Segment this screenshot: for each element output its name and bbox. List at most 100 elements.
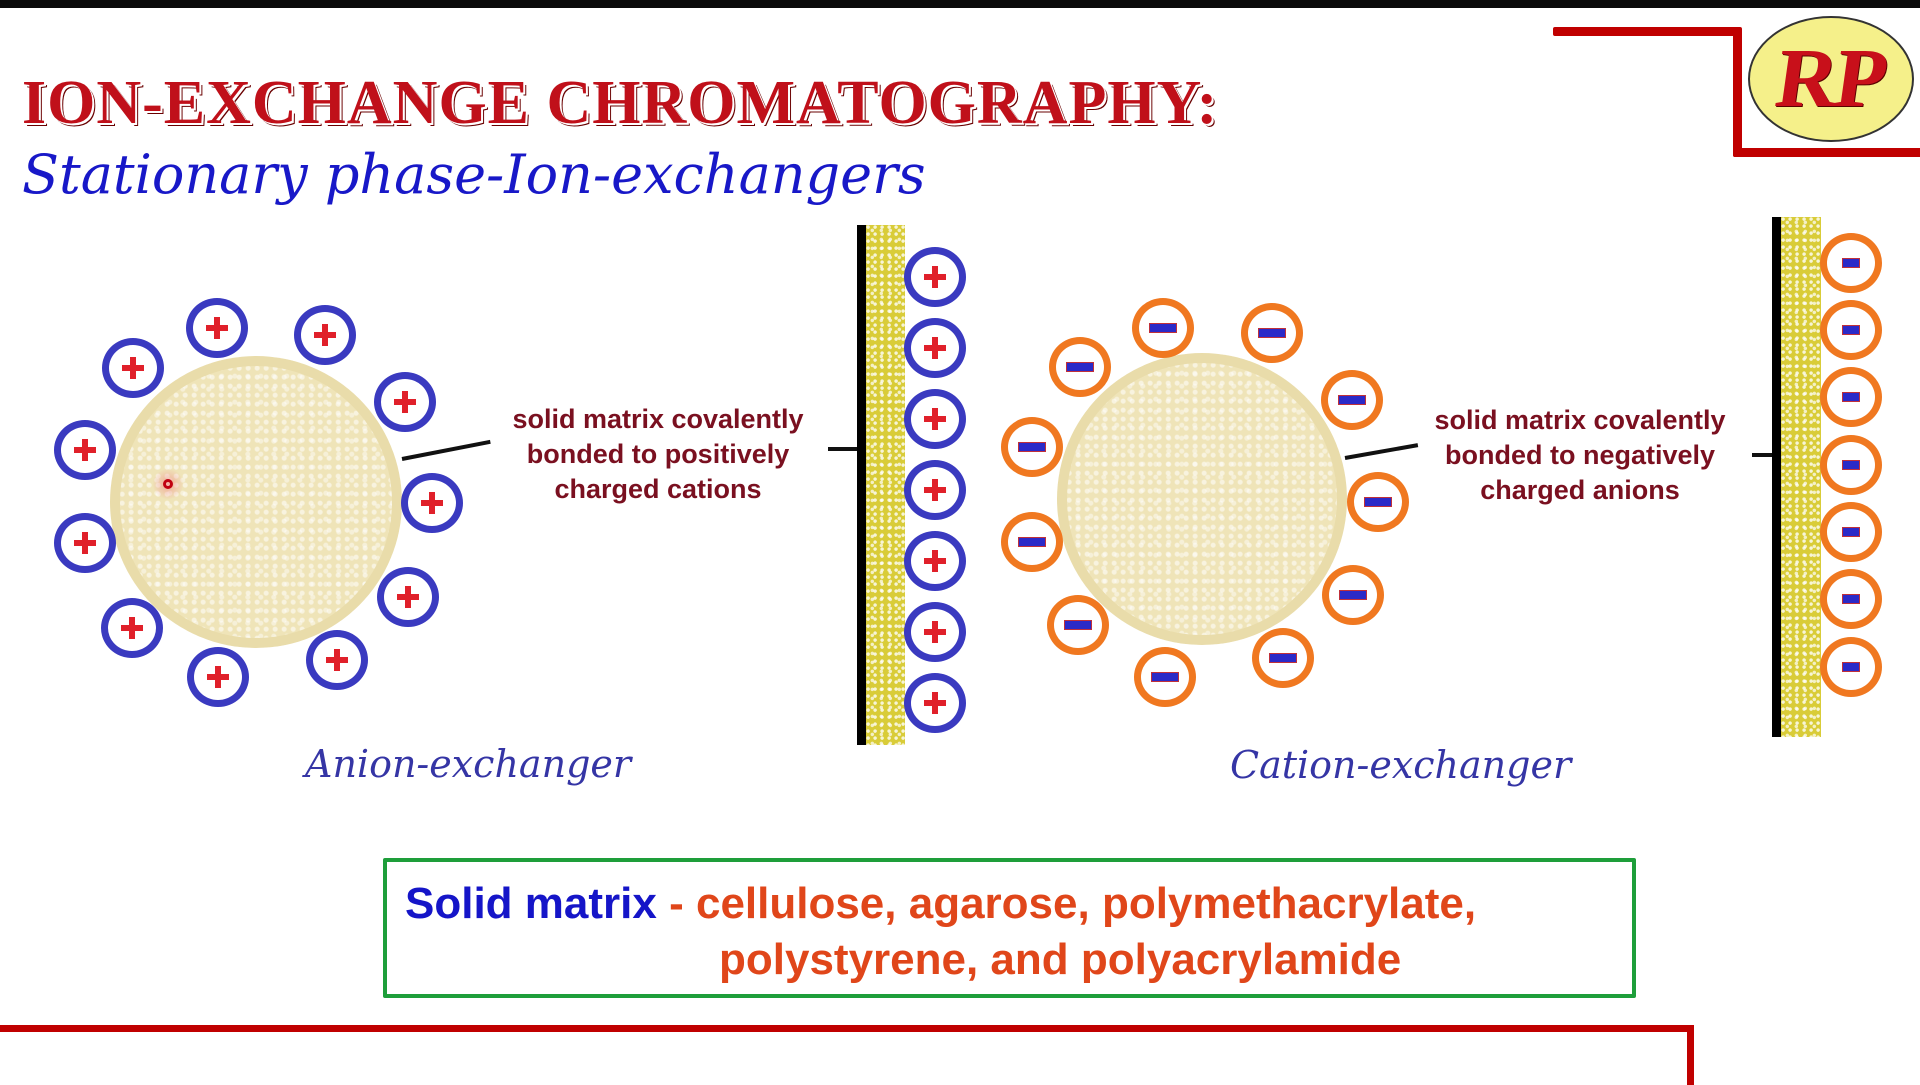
logo-text: RP [1770, 32, 1892, 125]
minus-icon [1364, 497, 1392, 507]
top-black-bar [0, 0, 1920, 8]
annotation-line: bonded to positively [526, 439, 790, 469]
annotation-pointer-line [828, 447, 858, 451]
negative-ion [1321, 370, 1383, 430]
negative-ion [1820, 569, 1882, 629]
plus-icon [924, 621, 946, 643]
negative-ion [1047, 595, 1109, 655]
footer-frame-line [1687, 1025, 1694, 1085]
plus-icon [314, 324, 336, 346]
plus-icon [206, 317, 228, 339]
positive-ion [54, 420, 116, 480]
anion-matrix-wall [857, 225, 866, 745]
negative-ion [1820, 502, 1882, 562]
positive-ion [904, 247, 966, 307]
rp-logo: RP [1748, 16, 1914, 142]
positive-ion [186, 298, 248, 358]
solid-matrix-label: Solid matrix [405, 879, 657, 928]
annotation-leader-line [401, 439, 491, 461]
minus-icon [1842, 594, 1860, 604]
annotation-line: solid matrix covalently [512, 404, 804, 434]
negative-ion [1049, 337, 1111, 397]
annotation-pointer-line [1752, 453, 1774, 457]
cation-exchanger-caption: Cation-exchanger [1230, 743, 1572, 787]
negative-ion [1347, 472, 1409, 532]
annotation-line: bonded to negatively [1444, 440, 1716, 470]
slide-title: ION-EXCHANGE CHROMATOGRAPHY: [22, 69, 1219, 137]
negative-ion [1820, 300, 1882, 360]
solid-matrix-separator: - [669, 879, 684, 928]
plus-icon [924, 337, 946, 359]
minus-icon [1066, 362, 1094, 372]
positive-ion [377, 567, 439, 627]
minus-icon [1018, 442, 1046, 452]
minus-icon [1842, 325, 1860, 335]
positive-ion [54, 513, 116, 573]
solid-matrix-line-2: polystyrene, and polyacrylamide [719, 935, 1402, 984]
minus-icon [1842, 460, 1860, 470]
positive-ion [904, 673, 966, 733]
plus-icon [74, 532, 96, 554]
minus-icon [1258, 328, 1286, 338]
plus-icon [121, 617, 143, 639]
annotation-line: solid matrix covalently [1434, 405, 1726, 435]
slide-subtitle: Stationary phase-Ion-exchangers [22, 143, 926, 206]
positive-ion [101, 598, 163, 658]
minus-icon [1842, 258, 1860, 268]
plus-icon [74, 439, 96, 461]
negative-ion [1001, 417, 1063, 477]
positive-ion [401, 473, 463, 533]
anion-matrix-strip [866, 225, 905, 745]
negative-ion [1820, 367, 1882, 427]
plus-icon [122, 357, 144, 379]
plus-icon [421, 492, 443, 514]
minus-icon [1149, 323, 1177, 333]
negative-ion [1322, 565, 1384, 625]
negative-ion [1820, 233, 1882, 293]
header-frame-line [1733, 148, 1920, 157]
footer-frame-line [0, 1025, 1693, 1032]
annotation-line: charged anions [1480, 475, 1680, 505]
negative-ion [1134, 647, 1196, 707]
header-frame-line [1553, 27, 1741, 36]
positive-ion [294, 305, 356, 365]
minus-icon [1064, 620, 1092, 630]
plus-icon [924, 550, 946, 572]
negative-ion [1820, 637, 1882, 697]
anion-exchanger-bead [110, 356, 402, 648]
cation-matrix-wall [1772, 217, 1781, 737]
positive-ion [904, 318, 966, 378]
minus-icon [1018, 537, 1046, 547]
cation-annotation: solid matrix covalently bonded to negati… [1413, 403, 1747, 508]
annotation-leader-line [1344, 443, 1419, 460]
positive-ion [904, 389, 966, 449]
anion-annotation: solid matrix covalently bonded to positi… [492, 402, 824, 507]
annotation-line: charged cations [554, 474, 762, 504]
negative-ion [1820, 435, 1882, 495]
plus-icon [326, 649, 348, 671]
plus-icon [207, 666, 229, 688]
plus-icon [924, 266, 946, 288]
minus-icon [1338, 395, 1366, 405]
positive-ion [904, 602, 966, 662]
minus-icon [1842, 527, 1860, 537]
positive-ion [904, 531, 966, 591]
negative-ion [1001, 512, 1063, 572]
plus-icon [924, 408, 946, 430]
minus-icon [1842, 662, 1860, 672]
positive-ion [374, 372, 436, 432]
cation-exchanger-bead [1057, 353, 1347, 645]
solid-matrix-values: cellulose, agarose, polymethacrylate, [695, 879, 1477, 928]
solid-matrix-line-1: Solid matrix - cellulose, agarose, polym… [405, 882, 1476, 926]
cation-matrix-strip [1781, 217, 1821, 737]
positive-ion [306, 630, 368, 690]
positive-ion [102, 338, 164, 398]
minus-icon [1842, 392, 1860, 402]
header-frame-line [1733, 27, 1742, 157]
cursor-icon [163, 479, 173, 489]
negative-ion [1132, 298, 1194, 358]
plus-icon [924, 692, 946, 714]
minus-icon [1339, 590, 1367, 600]
positive-ion [904, 460, 966, 520]
plus-icon [397, 586, 419, 608]
